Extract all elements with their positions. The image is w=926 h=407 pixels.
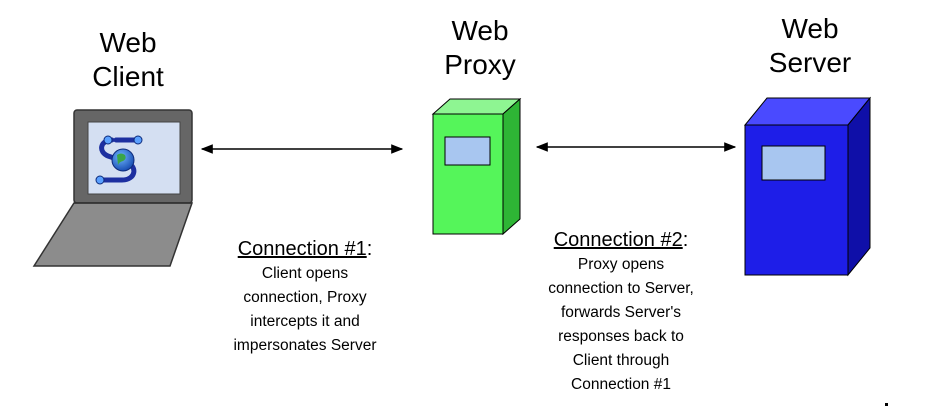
web-client-title-line2: Client [92,61,164,92]
connection-2-line-3: forwards Server's [560,304,682,321]
connection-2-line-1: Proxy opens [577,256,665,273]
connection-1-heading-text: Connection #1 [237,238,367,260]
connection-2-line-6: Connection #1 [571,376,671,393]
web-client-title-line1: Web [99,27,157,58]
connection-1-description: Connection #1: Client opens connection, … [200,236,410,358]
connection-1-line-3: intercepts it and [250,313,360,330]
connection-1-line-1: Client opens [261,265,349,282]
connection-2-heading: Connection #2: [518,227,724,253]
connection-2-heading-colon: : [682,229,689,251]
web-server-icon [743,96,872,277]
laptop-icon [32,109,194,267]
web-server-title: Web Server [730,12,890,80]
connection-2-heading-text: Connection #2 [553,229,683,251]
connection-1-line-4: impersonates Server [233,337,377,354]
connection-2-line-4: responses back to [558,328,684,345]
connection-1-heading: Connection #1: [200,236,410,262]
web-server-title-line2: Server [768,47,852,78]
connection-1-line-2: connection, Proxy [243,289,367,306]
proxy-server-icon [431,97,522,236]
stray-mark [885,403,888,406]
web-server-title-line1: Web [781,13,839,44]
connection-1-heading-colon: : [366,238,373,260]
globe-s-logo-icon [95,135,143,185]
web-proxy-title-line1: Web [451,15,509,46]
connection-2-line-5: Client through [572,352,670,369]
web-client-title: Web Client [48,26,208,94]
connection-2-line-2: connection to Server, [548,280,694,297]
web-proxy-title: Web Proxy [400,14,560,82]
connection-2-description: Connection #2: Proxy opens connection to… [518,227,724,397]
web-proxy-title-line2: Proxy [444,49,516,80]
